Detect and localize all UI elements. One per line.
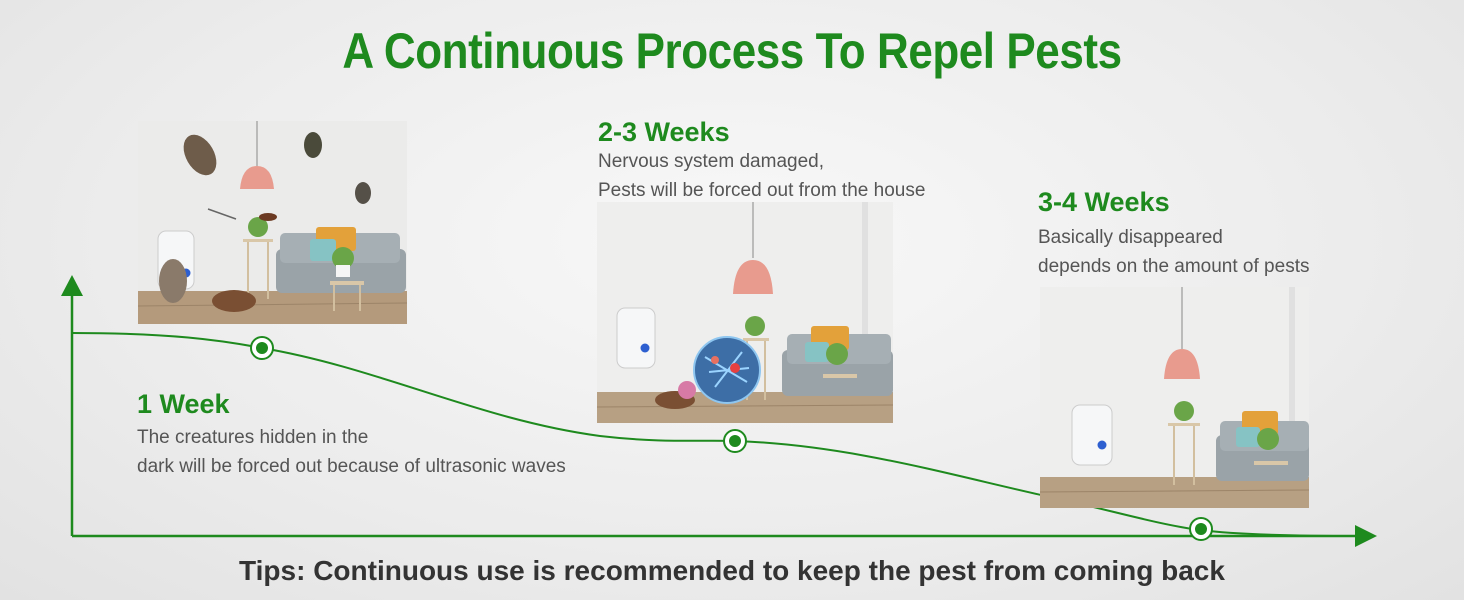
stage-1-title: 1 Week: [137, 389, 230, 419]
milestone-dot-icon: [250, 336, 274, 360]
milestone-dot-icon: [1189, 517, 1213, 541]
page-title: A Continuous Process To Repel Pests: [342, 23, 1122, 79]
stage-3-description: Basically disappeared depends on the amo…: [1038, 223, 1309, 281]
stage-3-desc-line: depends on the amount of pests: [1038, 256, 1310, 277]
stage-1-desc-line: dark will be forced out because of ultra…: [137, 456, 566, 477]
scene-week-2-3-image: [597, 202, 893, 423]
milestone-dot-icon: [723, 429, 747, 453]
repeller-device-icon: [1071, 404, 1113, 466]
up-arrow-icon: [61, 275, 83, 296]
stage-2-desc-line: Nervous system damaged,: [598, 151, 824, 172]
stage-2-desc-line: Pests will be forced out from the house: [598, 180, 926, 201]
right-arrow-icon: [1355, 525, 1377, 547]
stage-2-title: 2-3 Weeks: [598, 117, 730, 147]
stage-3-desc-line: Basically disappeared: [1038, 227, 1223, 248]
tips-text: Tips: Continuous use is recommended to k…: [239, 555, 1225, 586]
repeller-device-icon: [616, 307, 656, 369]
stage-1-desc-line: The creatures hidden in the: [137, 427, 369, 448]
scene-week-3-4-image: [1040, 287, 1309, 508]
stage-1-description: The creatures hidden in the dark will be…: [137, 423, 566, 481]
scene-week-1-image: [138, 121, 407, 324]
stage-3-title: 3-4 Weeks: [1038, 187, 1170, 217]
stage-2-description: Nervous system damaged, Pests will be fo…: [598, 147, 925, 205]
